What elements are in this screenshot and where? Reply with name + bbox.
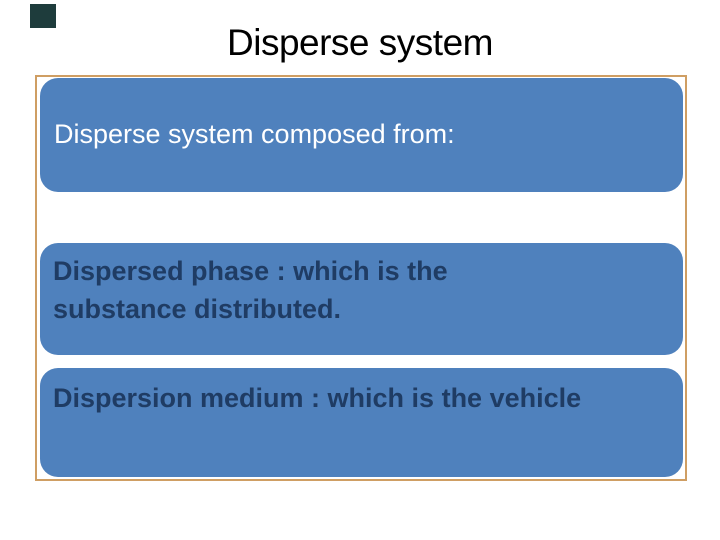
rounded-box-composed-from: Disperse system composed from:: [40, 78, 683, 192]
box-text-dispersed-phase: Dispersed phase : which is the substance…: [53, 256, 448, 324]
box-text-composed-from: Disperse system composed from:: [54, 119, 455, 150]
box-text-dispersion-medium: Dispersion medium : which is the vehicle: [53, 383, 582, 413]
rounded-box-dispersed-phase: Dispersed phase : which is the substance…: [40, 243, 683, 355]
rounded-box-dispersion-medium: Dispersion medium : which is the vehicle: [40, 368, 683, 477]
slide-title: Disperse system: [227, 22, 493, 63]
content-frame: Disperse system composed from: Dispersed…: [35, 75, 687, 481]
corner-mark: [30, 4, 56, 28]
